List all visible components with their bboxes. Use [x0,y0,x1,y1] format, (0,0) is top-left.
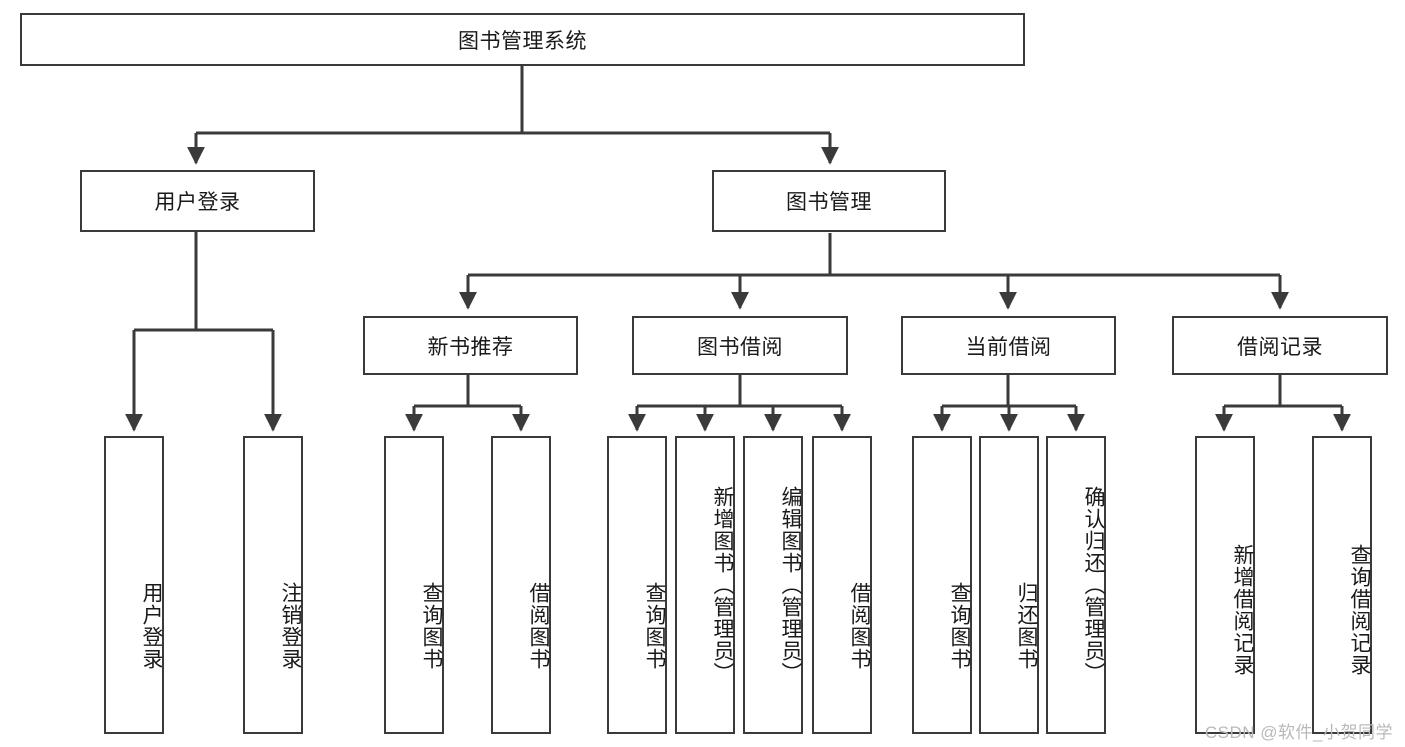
leaf-add-book[interactable]: 新增图书（管理员） [675,436,735,734]
node-book-manage-label: 图书管理 [786,191,872,214]
leaf-query-book-3-label: 查询图书 [948,582,971,670]
node-borrow-record-label: 借阅记录 [1237,335,1323,359]
leaf-query-book-3[interactable]: 查询图书 [912,436,972,734]
leaf-logout[interactable]: 注销登录 [243,436,303,734]
node-user-login-label: 用户登录 [154,191,241,214]
node-borrow-record[interactable]: 借阅记录 [1172,316,1388,375]
leaf-query-book-1-label: 查询图书 [420,582,443,670]
leaf-confirm-return-label: 确认归还（管理员） [1082,486,1105,684]
leaf-borrow-book-2-label: 借阅图书 [848,582,871,670]
node-new-book-recommend[interactable]: 新书推荐 [363,316,578,375]
leaf-user-login-label: 用户登录 [140,582,163,670]
node-book-borrow[interactable]: 图书借阅 [632,316,848,375]
watermark-text: CSDN @软件_小贺同学 [1204,723,1393,742]
leaf-query-book-1[interactable]: 查询图书 [384,436,444,734]
node-current-borrow-label: 当前借阅 [965,335,1052,359]
leaf-borrow-book-1-label: 借阅图书 [527,582,550,670]
leaf-add-book-label: 新增图书（管理员） [711,486,734,684]
leaf-logout-label: 注销登录 [279,582,302,670]
leaf-borrow-book-2[interactable]: 借阅图书 [812,436,872,734]
leaf-query-record[interactable]: 查询借阅记录 [1312,436,1372,734]
leaf-query-book-2[interactable]: 查询图书 [607,436,667,734]
leaf-user-login[interactable]: 用户登录 [104,436,164,734]
leaf-return-book-label: 归还图书 [1015,582,1038,670]
node-book-manage[interactable]: 图书管理 [712,170,946,232]
leaf-return-book[interactable]: 归还图书 [979,436,1039,734]
leaf-confirm-return[interactable]: 确认归还（管理员） [1046,436,1106,734]
leaf-query-record-label: 查询借阅记录 [1348,544,1371,676]
node-new-book-recommend-label: 新书推荐 [427,335,514,359]
leaf-query-book-2-label: 查询图书 [643,582,666,670]
leaf-add-record[interactable]: 新增借阅记录 [1195,436,1255,734]
node-root-label: 图书管理系统 [458,29,587,53]
leaf-borrow-book-1[interactable]: 借阅图书 [491,436,551,734]
leaf-add-record-label: 新增借阅记录 [1231,544,1254,676]
node-root[interactable]: 图书管理系统 [20,13,1025,66]
node-current-borrow[interactable]: 当前借阅 [901,316,1116,375]
leaf-edit-book[interactable]: 编辑图书（管理员） [743,436,803,734]
leaf-edit-book-label: 编辑图书（管理员） [779,486,802,684]
node-book-borrow-label: 图书借阅 [697,335,783,359]
node-user-login[interactable]: 用户登录 [80,170,315,232]
